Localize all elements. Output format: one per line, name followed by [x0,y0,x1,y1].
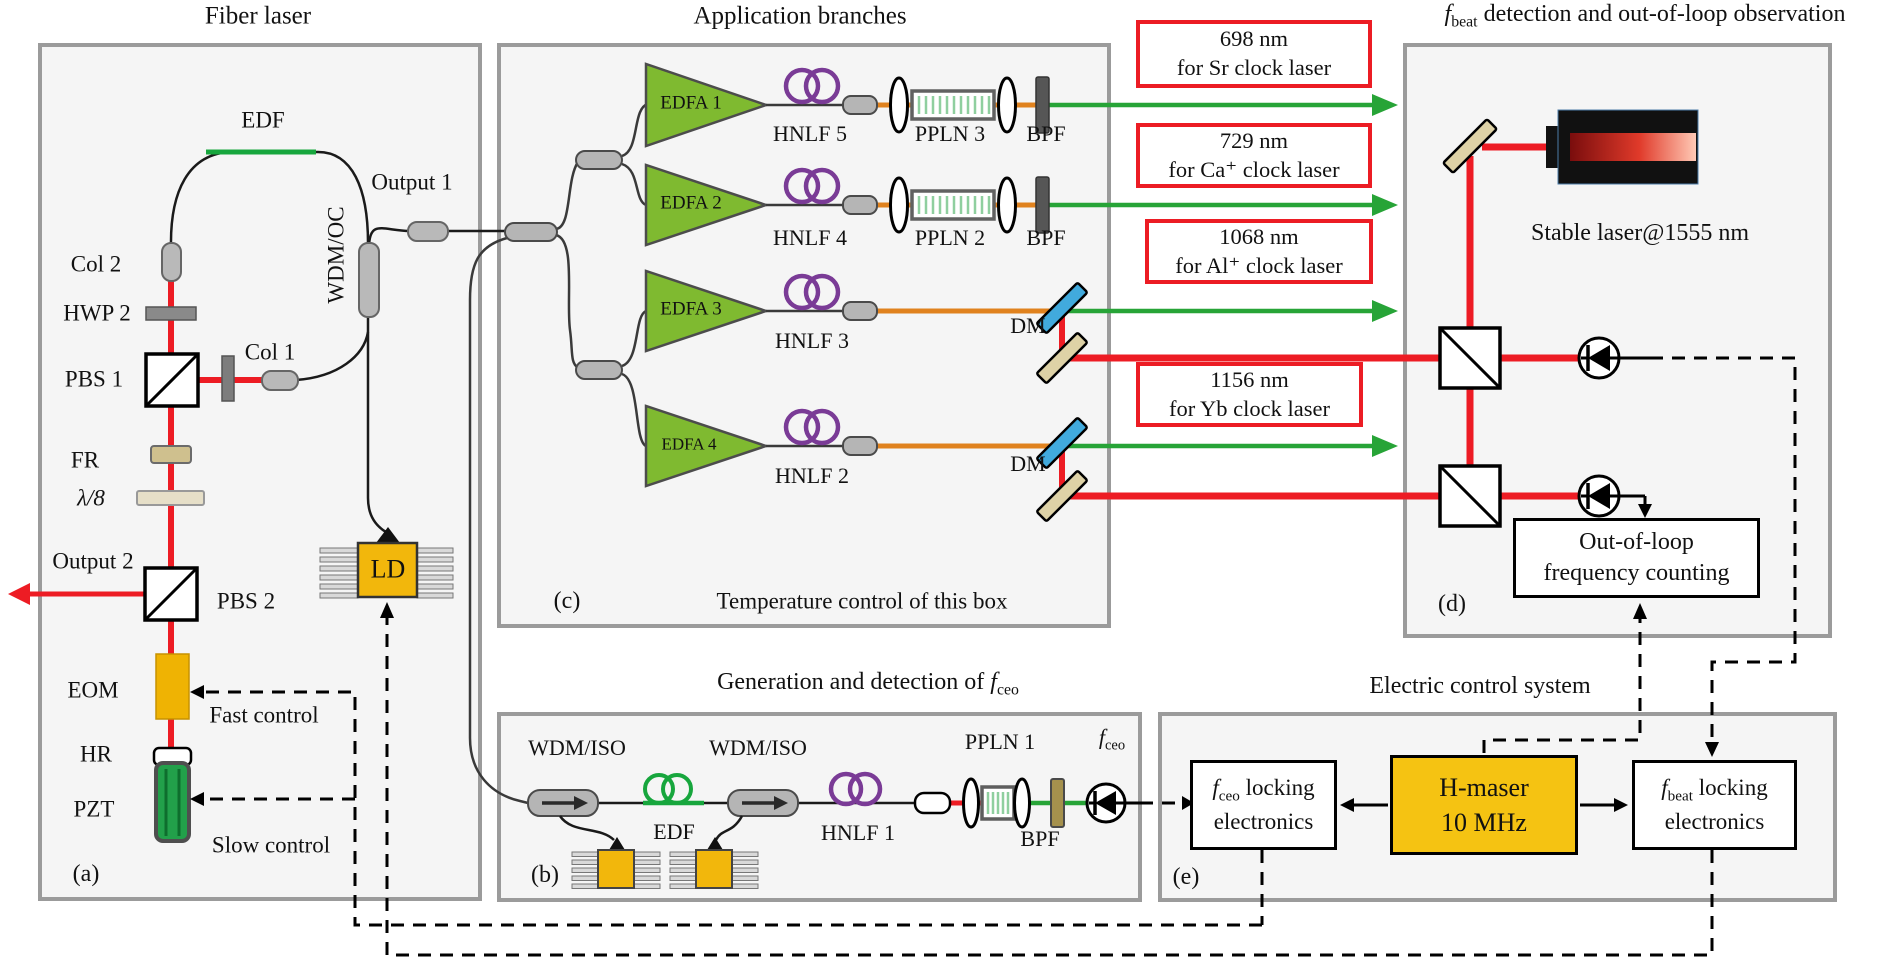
bpf-b-label: BPF [1020,825,1060,851]
panel-c-tag: (c) [553,587,581,614]
pzt-label: PZT [73,796,115,822]
wdm-oc-label: WDM/OC [323,206,349,304]
fceo-locking-box: fceo locking electronics [1190,760,1337,850]
fast-control-label: Fast control [209,702,319,728]
edf-b-label: EDF [653,818,695,844]
hr-label: HR [80,741,112,767]
application-branches-title: Application branches [693,2,907,30]
hwp2-label: HWP 2 [63,300,131,326]
slow-control-label: Slow control [211,832,331,858]
fbeat-locking-box: fbeat locking electronics [1632,760,1797,850]
wdm-iso2-label: WDM/ISO [709,734,807,760]
temperature-note-label: Temperature control of this box [716,588,1008,614]
dm2-label: DM [1010,450,1046,476]
output-698-box: 698 nm for Sr clock laser [1136,20,1372,88]
fiber-laser-title: Fiber laser [204,2,312,30]
target: for Sr clock laser [1176,55,1332,80]
panel-a-tag: (a) [72,860,100,887]
green-arrowhead-729-icon [1372,194,1398,216]
output2-label: Output 2 [52,548,134,574]
edfa3-label: EDFA 3 [660,298,722,320]
hnlf1-label: HNLF 1 [821,819,895,845]
ppln3-label: PPLN 3 [914,120,986,146]
target: for Yb clock laser [1169,395,1330,421]
wdm-iso1-label: WDM/ISO [528,734,626,760]
green-arrowhead-698-icon [1372,94,1398,116]
output2-arrowhead-icon [8,583,30,605]
out-of-loop-counter-box: Out-of-loop frequency counting [1513,518,1760,598]
panel-e-tag: (e) [1172,863,1200,890]
green-arrowhead-1156-icon [1372,435,1398,457]
bpf1-label: BPF [1026,120,1066,146]
dm1-label: DM [1010,312,1046,338]
output-1156-box: 1156 nm for Yb clock laser [1136,362,1363,427]
hnlf5-label: HNLF 5 [773,120,847,146]
hnlf4-label: HNLF 4 [773,224,847,250]
panel-b-tag: (b) [531,861,559,888]
hmaser-box: H-maser 10 MHz [1390,755,1578,855]
fceo-label: fceo [1098,724,1126,754]
col1-label: Col 1 [244,339,296,365]
panel-d-tag: (d) [1438,590,1466,617]
fceo-generation-title: Generation and detection of fceo [717,668,1019,699]
electric-control-title: Electric control system [1369,672,1591,699]
application-branches-panel [497,43,1111,628]
edfa1-label: EDFA 1 [660,92,722,114]
col2-label: Col 2 [70,251,122,277]
output-1068-box: 1068 nm for Al⁺ clock laser [1145,219,1373,284]
target: for Ca⁺ clock laser [1168,156,1340,182]
target: for Al⁺ clock laser [1175,252,1343,278]
ld-label: LD [370,554,406,584]
edfa4-label: EDFA 4 [661,434,717,454]
lambda8-label: λ/8 [77,485,105,511]
wavelength: 1156 nm [1210,366,1289,392]
green-arrowhead-1068-icon [1372,300,1398,322]
eom-label: EOM [67,677,119,703]
ppln1-label: PPLN 1 [964,728,1036,754]
output1-label: Output 1 [371,169,453,195]
output-729-box: 729 nm for Ca⁺ clock laser [1136,123,1372,188]
hnlf3-label: HNLF 3 [775,327,849,353]
hnlf2-label: HNLF 2 [775,462,849,488]
pbs2-label: PBS 2 [216,588,276,614]
wavelength: 698 nm [1219,26,1289,52]
stable-laser-label: Stable laser@1555 nm [1530,219,1750,246]
edfa2-label: EDFA 2 [660,192,722,214]
wavelength: 1068 nm [1219,223,1299,249]
ppln2-label: PPLN 2 [914,224,986,250]
edf-label: EDF [241,107,285,133]
fr-label: FR [70,447,100,473]
fbeat-detection-title: fbeat detection and out-of-loop observat… [1444,0,1846,31]
bpf2-label: BPF [1026,224,1066,250]
pbs1-label: PBS 1 [64,366,124,392]
wavelength: 729 nm [1219,127,1289,153]
